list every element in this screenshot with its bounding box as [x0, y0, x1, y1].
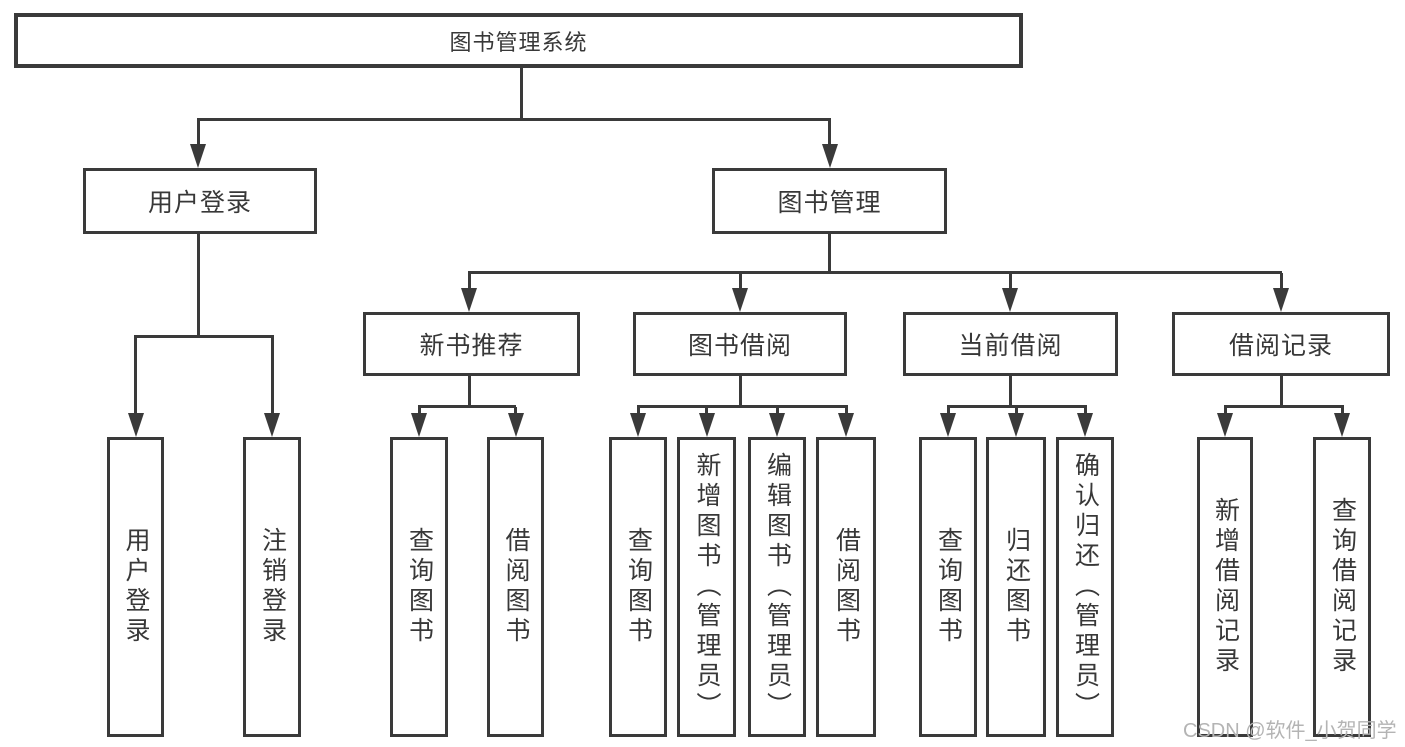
- connector-leaf-drop: [418, 407, 421, 415]
- leaf-label: 查询图书: [934, 527, 963, 647]
- csdn-watermark: CSDN @软件_小贺同学: [1183, 720, 1397, 742]
- arrow-down-icon: [264, 413, 280, 437]
- connector-group-hbar: [947, 405, 1087, 408]
- node-book-borrowing: 图书借阅: [633, 312, 847, 376]
- node-user-login: 用户登录: [83, 168, 317, 234]
- connector-leaf-drop: [514, 407, 517, 415]
- connector-book-mgmt-drop: [828, 120, 831, 146]
- leaf-label: 注销登录: [258, 527, 287, 647]
- arrow-down-icon: [630, 413, 646, 437]
- connector-group-drop: [1009, 273, 1012, 290]
- leaf-label: 确认归还（管理员）: [1071, 452, 1100, 722]
- connector-group-stem: [468, 376, 471, 407]
- node-book-management: 图书管理: [712, 168, 947, 234]
- connector-group-hbar: [637, 405, 848, 408]
- leaf-user-login: 用户登录: [107, 437, 164, 737]
- leaf-confirm-return-admin: 确认归还（管理员）: [1056, 437, 1114, 737]
- arrow-down-icon: [461, 288, 477, 312]
- arrow-down-icon: [1273, 288, 1289, 312]
- connector-group-stem: [739, 376, 742, 407]
- connector-leaf-drop: [1341, 407, 1344, 415]
- leaf-add-books-admin: 新增图书（管理员）: [677, 437, 736, 737]
- connector-group-hbar: [418, 405, 516, 408]
- node-label: 图书借阅: [687, 332, 792, 360]
- leaf-query-books: 查询图书: [390, 437, 448, 737]
- leaf-borrow-books: 借阅图书: [816, 437, 876, 737]
- arrow-down-icon: [732, 288, 748, 312]
- leaf-return-books: 归还图书: [986, 437, 1046, 737]
- node-label: 当前借阅: [958, 332, 1063, 360]
- node-borrowing-records: 借阅记录: [1172, 312, 1390, 376]
- node-label: 图书管理: [777, 189, 882, 217]
- leaf-label: 借阅图书: [502, 527, 530, 647]
- connector-leaf-drop: [1224, 407, 1227, 415]
- connector-group-drop: [739, 273, 742, 290]
- connector-group-drop: [468, 273, 471, 290]
- arrow-down-icon: [1002, 288, 1018, 312]
- leaf-query-borrow-record: 查询借阅记录: [1313, 437, 1371, 737]
- leaf-label: 新增借阅记录: [1211, 497, 1240, 677]
- leaf-borrow-books: 借阅图书: [487, 437, 544, 737]
- node-current-borrowing: 当前借阅: [903, 312, 1118, 376]
- connector-leaf-drop: [705, 407, 708, 415]
- arrow-down-icon: [1334, 413, 1350, 437]
- leaf-label: 新增图书（管理员）: [693, 452, 721, 722]
- connector-leaf-drop: [1084, 407, 1087, 415]
- arrow-down-icon: [411, 413, 427, 437]
- node-new-book-recommend: 新书推荐: [363, 312, 580, 376]
- leaf-query-books: 查询图书: [609, 437, 667, 737]
- node-label: 新书推荐: [419, 332, 524, 360]
- connector-user-login-stem: [197, 234, 200, 337]
- connector-leaf-drop: [271, 337, 274, 414]
- connector-leaf-drop: [1015, 407, 1018, 415]
- connector-leaf-drop: [776, 407, 779, 415]
- leaf-add-borrow-record: 新增借阅记录: [1197, 437, 1253, 737]
- leaf-label: 查询图书: [405, 527, 434, 647]
- arrow-down-icon: [190, 144, 206, 168]
- arrow-down-icon: [508, 413, 524, 437]
- connector-leaf-drop: [134, 337, 137, 414]
- leaf-label: 用户登录: [122, 527, 150, 647]
- arrow-down-icon: [1217, 413, 1233, 437]
- leaf-label: 归还图书: [1002, 527, 1031, 647]
- arrow-down-icon: [838, 413, 854, 437]
- connector-group-stem: [1280, 376, 1283, 407]
- node-label: 用户登录: [147, 189, 252, 217]
- connector-leaf-drop: [637, 407, 640, 415]
- connector-book-mgmt-hbar: [468, 271, 1282, 274]
- leaf-label: 借阅图书: [832, 527, 861, 647]
- node-label: 图书管理系统: [449, 29, 588, 55]
- leaf-label: 查询图书: [624, 527, 653, 647]
- connector-book-mgmt-stem: [828, 234, 831, 273]
- arrow-down-icon: [1077, 413, 1093, 437]
- arrow-down-icon: [769, 413, 785, 437]
- node-library-management-system: 图书管理系统: [14, 13, 1023, 68]
- connector-leaf-drop: [947, 407, 950, 415]
- connector-leaf-drop: [845, 407, 848, 415]
- arrow-down-icon: [940, 413, 956, 437]
- leaf-edit-books-admin: 编辑图书（管理员）: [748, 437, 806, 737]
- arrow-down-icon: [128, 413, 144, 437]
- node-label: 借阅记录: [1228, 332, 1333, 360]
- leaf-label: 查询借阅记录: [1328, 497, 1357, 677]
- arrow-down-icon: [1008, 413, 1024, 437]
- connector-root-hbar: [197, 118, 831, 121]
- connector-group-hbar: [1224, 405, 1344, 408]
- connector-group-stem: [1009, 376, 1012, 407]
- connector-user-login-drop: [197, 120, 200, 146]
- leaf-label: 编辑图书（管理员）: [763, 452, 792, 722]
- leaf-logout: 注销登录: [243, 437, 301, 737]
- connector-user-login-hbar: [134, 335, 274, 338]
- connector-root-stem: [520, 67, 523, 120]
- connector-group-drop: [1280, 273, 1283, 290]
- leaf-query-books: 查询图书: [919, 437, 977, 737]
- arrow-down-icon: [699, 413, 715, 437]
- arrow-down-icon: [822, 144, 838, 168]
